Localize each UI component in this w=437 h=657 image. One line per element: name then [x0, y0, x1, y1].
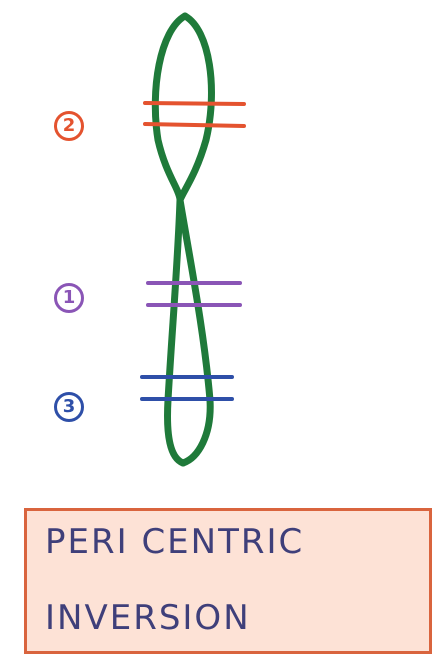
- band-2-top: [145, 103, 244, 104]
- chromosome-strand-a: [155, 16, 185, 463]
- region-marker-2-label: 2: [63, 117, 76, 135]
- band-2-bottom: [145, 124, 244, 126]
- caption-box: PERI CENTRIC INVERSION: [24, 508, 432, 654]
- region-marker-2: 2: [54, 111, 84, 141]
- caption-line-2: INVERSION: [45, 601, 429, 635]
- chromosome-icon: [155, 16, 211, 463]
- band-pair-3: [142, 377, 232, 399]
- region-marker-3: 3: [54, 392, 84, 422]
- region-marker-3-label: 3: [63, 398, 76, 416]
- chromosome-strand-b: [180, 16, 211, 463]
- region-marker-1-label: 1: [63, 289, 76, 307]
- caption-line-1: PERI CENTRIC: [45, 525, 429, 559]
- chromosome-diagram: [0, 0, 437, 500]
- band-pair-2: [145, 103, 244, 126]
- region-marker-1: 1: [54, 283, 84, 313]
